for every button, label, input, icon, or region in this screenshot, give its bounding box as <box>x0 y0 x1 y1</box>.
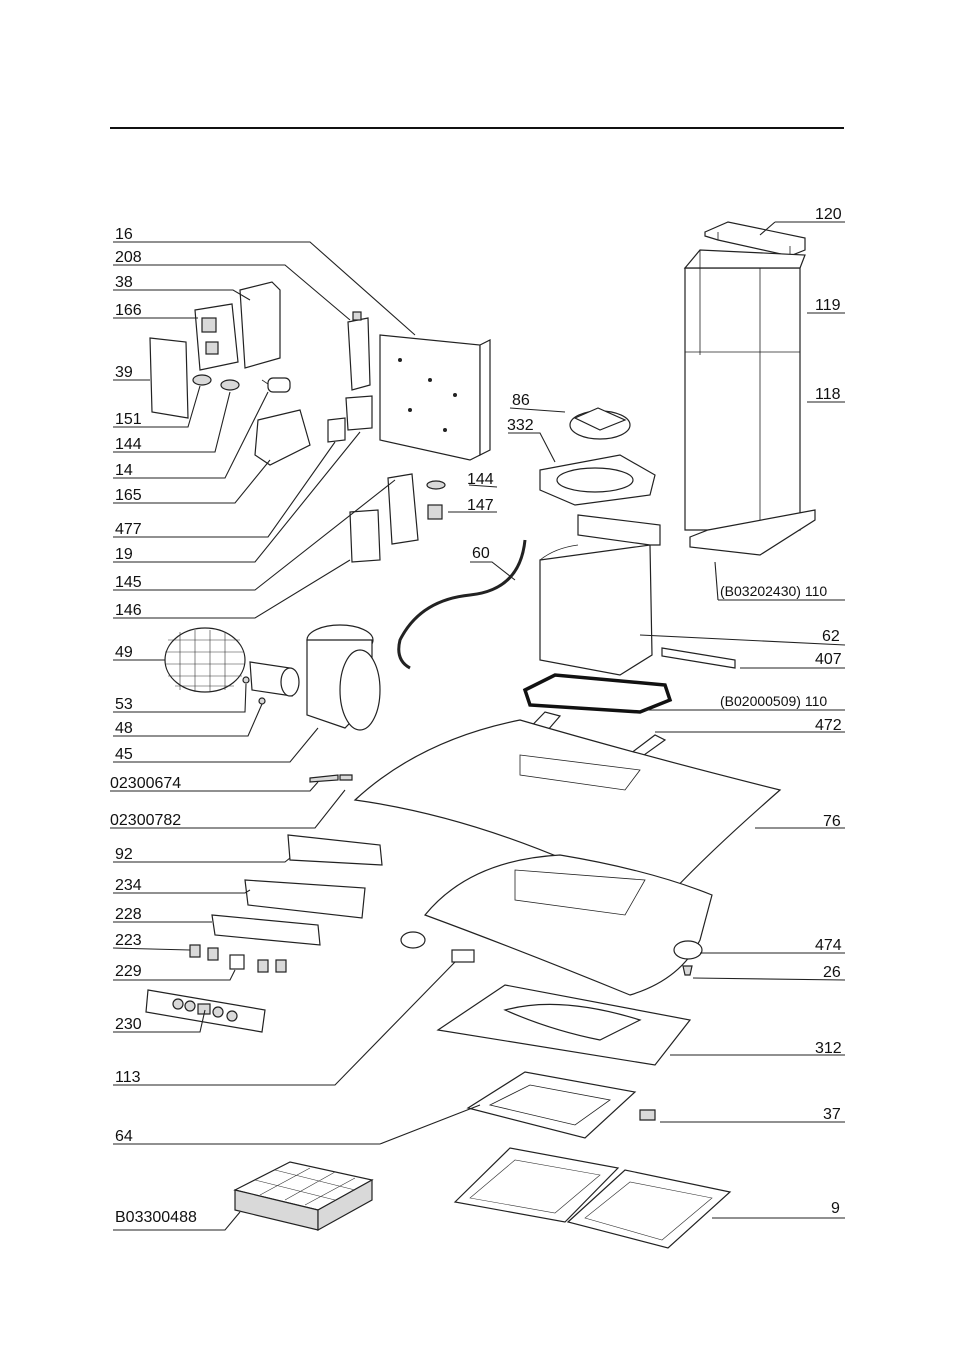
part-26-bulb <box>683 966 692 975</box>
callout-230: 230 <box>115 1016 142 1033</box>
part-407-clip <box>662 648 735 668</box>
callout-76: 76 <box>823 813 841 830</box>
callout-332: 332 <box>507 417 534 434</box>
part-144-grommet <box>221 380 239 390</box>
callout-165: 165 <box>115 487 142 504</box>
part-64-filter-frame <box>468 1072 635 1138</box>
callout-38: 38 <box>115 274 133 291</box>
part-38-166-electronics <box>195 282 280 370</box>
part-86-damper <box>570 408 630 439</box>
part-145-terminal <box>388 474 418 544</box>
part-62-housing <box>540 515 660 675</box>
callout-62: 62 <box>822 628 840 645</box>
callout-B03300488: B03300488 <box>115 1209 197 1226</box>
callout-118: 118 <box>815 386 841 403</box>
callout-146: 146 <box>115 602 142 619</box>
callout-407: 407 <box>815 651 842 668</box>
part-53-motor <box>243 662 299 704</box>
part-16-mounting-plate <box>380 335 490 460</box>
part-230-front-panel <box>146 990 265 1032</box>
part-02300782 <box>340 775 352 780</box>
callout-39: 39 <box>115 364 133 381</box>
part-37-clip <box>640 1110 655 1120</box>
part-92-control-plate <box>288 835 382 865</box>
callout-110b: (B02000509) 110 <box>720 693 827 709</box>
part-45-fan-unit <box>307 625 380 730</box>
callout-9: 9 <box>831 1200 840 1217</box>
callout-223: 223 <box>115 932 142 949</box>
part-332-adapter <box>540 455 655 505</box>
callout-113: 113 <box>115 1069 141 1086</box>
part-carbon-filter <box>235 1162 372 1230</box>
part-119-118-chimney <box>685 250 805 530</box>
part-02300674 <box>310 775 338 782</box>
callout-53: 53 <box>115 696 133 713</box>
callout-02300674: 02300674 <box>110 775 181 792</box>
callout-19: 19 <box>115 546 133 563</box>
callout-477: 477 <box>115 521 142 538</box>
callout-144b: 144 <box>467 471 494 488</box>
callout-26: 26 <box>823 964 841 981</box>
callout-37: 37 <box>823 1106 841 1123</box>
callout-86: 86 <box>512 392 530 409</box>
part-light-fitting-left <box>401 932 425 948</box>
callout-208: 208 <box>115 249 142 266</box>
part-151-grommet <box>193 375 211 385</box>
callout-110a: (B03202430) 110 <box>720 583 827 599</box>
callout-166: 166 <box>115 302 142 319</box>
callout-64: 64 <box>115 1128 133 1145</box>
callout-145: 145 <box>115 574 142 591</box>
callout-14: 14 <box>115 462 133 479</box>
callout-119: 119 <box>815 297 841 314</box>
part-228-pcb <box>212 915 320 945</box>
callout-228: 228 <box>115 906 142 923</box>
callout-472: 472 <box>815 717 842 734</box>
part-39-cover <box>150 338 188 418</box>
callout-120: 120 <box>815 206 842 223</box>
part-165-bracket <box>255 410 310 465</box>
part-14-capacitor <box>262 378 290 392</box>
part-146-terminal <box>350 510 380 562</box>
callout-234: 234 <box>115 877 142 894</box>
part-223-229-switches <box>190 945 286 972</box>
part-9-grease-filters <box>455 1148 730 1248</box>
callout-45: 45 <box>115 746 133 763</box>
part-477-clip <box>328 418 345 442</box>
part-208-component <box>348 312 370 390</box>
callout-60: 60 <box>472 545 490 562</box>
part-19-clip <box>346 396 372 430</box>
part-147-connector <box>428 505 442 519</box>
part-234-bracket <box>245 880 365 918</box>
callout-48: 48 <box>115 720 133 737</box>
part-144-grommet-b <box>427 481 445 489</box>
part-60-cable <box>399 540 525 668</box>
callout-151: 151 <box>115 411 142 428</box>
callout-16: 16 <box>115 226 133 243</box>
callout-229: 229 <box>115 963 142 980</box>
part-474-light-fitting <box>674 941 702 959</box>
part-110-gasket-lower <box>525 675 670 712</box>
callout-474: 474 <box>815 937 842 954</box>
callout-147: 147 <box>467 497 494 514</box>
callout-02300782: 02300782 <box>110 812 181 829</box>
callout-312: 312 <box>815 1040 842 1057</box>
callout-49: 49 <box>115 644 133 661</box>
callout-92: 92 <box>115 846 133 863</box>
part-312-base-frame <box>438 985 690 1065</box>
part-49-blower-wheel <box>165 628 245 692</box>
callout-144a: 144 <box>115 436 142 453</box>
part-113-label <box>452 950 474 962</box>
